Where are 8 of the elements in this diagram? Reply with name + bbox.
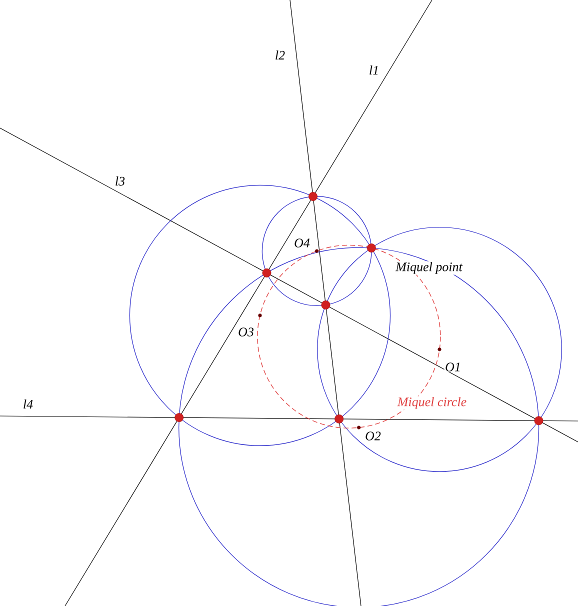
line-label: l1 [368,64,380,76]
line-label: l3 [114,176,126,186]
circle-label: Miquel circle [396,396,468,410]
line-label: l2 [274,50,286,60]
center-label: O1 [444,362,462,372]
line-label: l4 [22,398,34,410]
point-label: Miquel point [394,261,464,275]
center-label: O2 [364,430,382,442]
